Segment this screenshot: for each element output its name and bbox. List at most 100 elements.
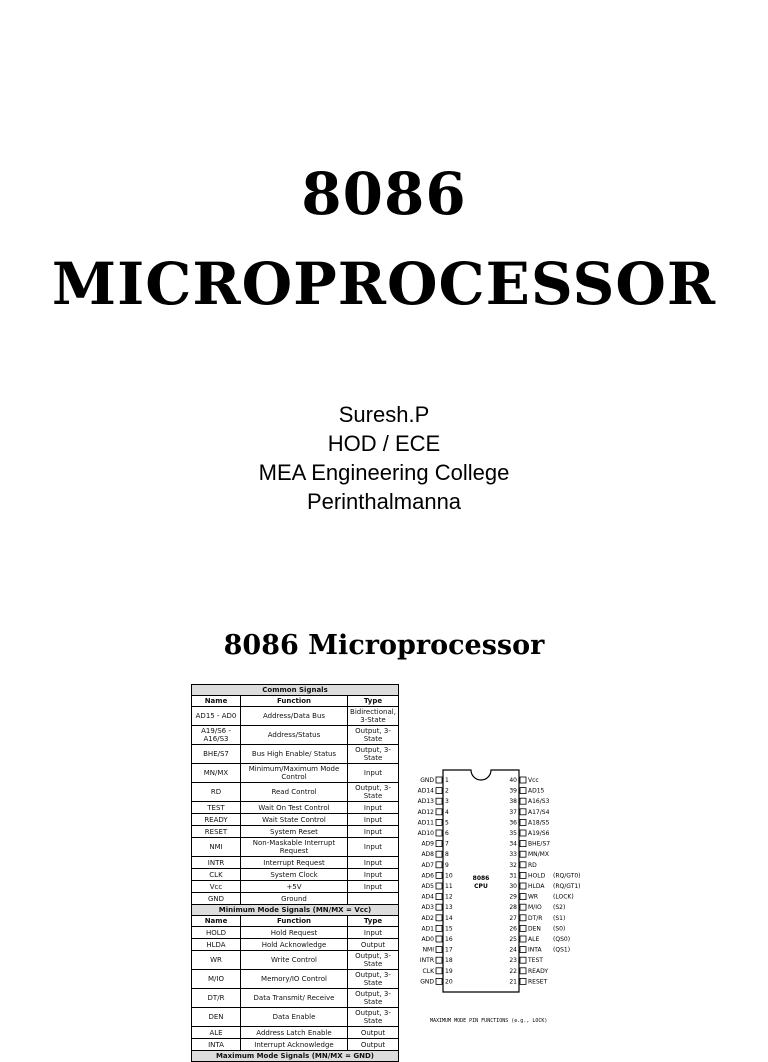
right-pin [519,935,527,943]
table-cell: Read Control [240,782,348,802]
table-cell: Bus High Enable/ Status [240,744,348,764]
right-pin [519,882,527,890]
left-pin-number: 6 [445,830,449,837]
table-cell: Input [347,801,399,814]
left-pin [435,956,443,964]
left-pin-label: AD6 [421,872,434,879]
right-pin [519,819,527,826]
table-cell: ALE [191,1026,241,1039]
left-pin [435,776,443,784]
left-pin-number: 15 [445,925,453,932]
table-cell: System Reset [240,825,348,838]
left-pin-number: 10 [445,872,453,879]
right-pin [519,840,527,847]
left-pin-number: 8 [445,851,449,858]
table-cell: DT/R [191,988,241,1008]
left-pin-number: 1 [445,777,449,784]
table-cell: MN/MX [191,763,241,783]
left-pin [435,861,443,869]
right-pin-label: TEST [527,957,543,964]
right-pin [519,850,527,858]
right-pin-label: DEN [528,925,541,932]
table-cell: Bidirectional, 3-State [347,706,399,726]
table-cell: Minimum/Maximum Mode Control [240,763,348,783]
table-cell: Input [347,926,399,939]
right-pin-label: A18/S5 [528,819,550,826]
table-cell: Output, 3-State [347,988,399,1008]
right-pin-label: HLDA [528,883,545,890]
right-pin-number: 34 [509,841,517,848]
author-block: Suresh.P HOD / ECE MEA Engineering Colle… [0,400,768,516]
left-pin-number: 11 [445,883,453,890]
table-cell: Data Enable [240,1007,348,1027]
right-pin [519,946,527,954]
table-cell: READY [191,813,241,826]
left-pin-number: 2 [445,788,449,795]
slide-title: MICROPROCESSOR [51,250,717,318]
right-pin-number: 31 [509,872,517,879]
author-institution: MEA Engineering College [258,460,510,485]
right-pin [519,914,527,922]
left-pin [435,872,443,879]
right-pin [519,903,527,911]
right-pin-label: BHE/S7 [528,841,550,848]
right-pin-label: A17/S4 [528,809,550,816]
right-pin-label: A16/S3 [528,798,550,805]
table-cell: A19/S6 - A16/S3 [191,725,241,745]
right-pin-alt-label: (QS0) [553,936,570,943]
table-cell: Wait On Test Control [240,801,348,814]
table-cell: CLK [191,868,241,881]
right-pin-number: 27 [509,915,517,922]
right-pin-label: A19/S6 [528,830,550,837]
table-cell: +5V [240,880,348,893]
table-cell: RD [191,782,241,802]
left-pin-label: AD4 [421,894,434,901]
right-pin-alt-label: (RQ/GT0) [553,872,581,879]
chip-label: 8086 [473,875,490,882]
left-pin [435,787,443,795]
right-pin [519,861,527,869]
table-cell: Address/Status [240,725,348,745]
right-pin-label: M/IO [528,904,542,911]
left-pin-number: 16 [445,936,453,943]
right-pin [519,829,527,837]
right-pin-number: 23 [509,957,517,964]
table-cell: Vcc [191,880,241,893]
left-pin-label: AD5 [421,883,434,890]
right-pin-label: INTA [528,947,542,954]
table-cell: Address/Data Bus [240,706,348,726]
table-cell: INTA [191,1038,241,1051]
table-cell: Data Transmit/ Receive [240,988,348,1008]
column-header: Name [191,915,241,927]
table-cell: Output, 3-State [347,969,399,989]
right-pin-number: 28 [509,904,517,911]
table-cell: Ground [240,892,348,905]
right-pin-number: 24 [509,947,517,954]
left-pin-label: INTR [420,957,434,964]
table-cell: Interrupt Acknowledge [240,1038,348,1051]
left-pin [435,967,443,975]
right-pin-label: RD [528,862,537,869]
right-pin-label: READY [528,968,548,975]
right-pin-number: 32 [509,862,517,869]
table-cell: Memory/IO Control [240,969,348,989]
left-pin [435,797,443,805]
left-pin-label: CLK [423,968,436,975]
chip-label: CPU [474,883,488,890]
left-pin [435,840,443,847]
right-pin-label: MN/MX [528,851,549,858]
table-cell: BHE/S7 [191,744,241,764]
right-pin-number: 25 [509,936,517,943]
